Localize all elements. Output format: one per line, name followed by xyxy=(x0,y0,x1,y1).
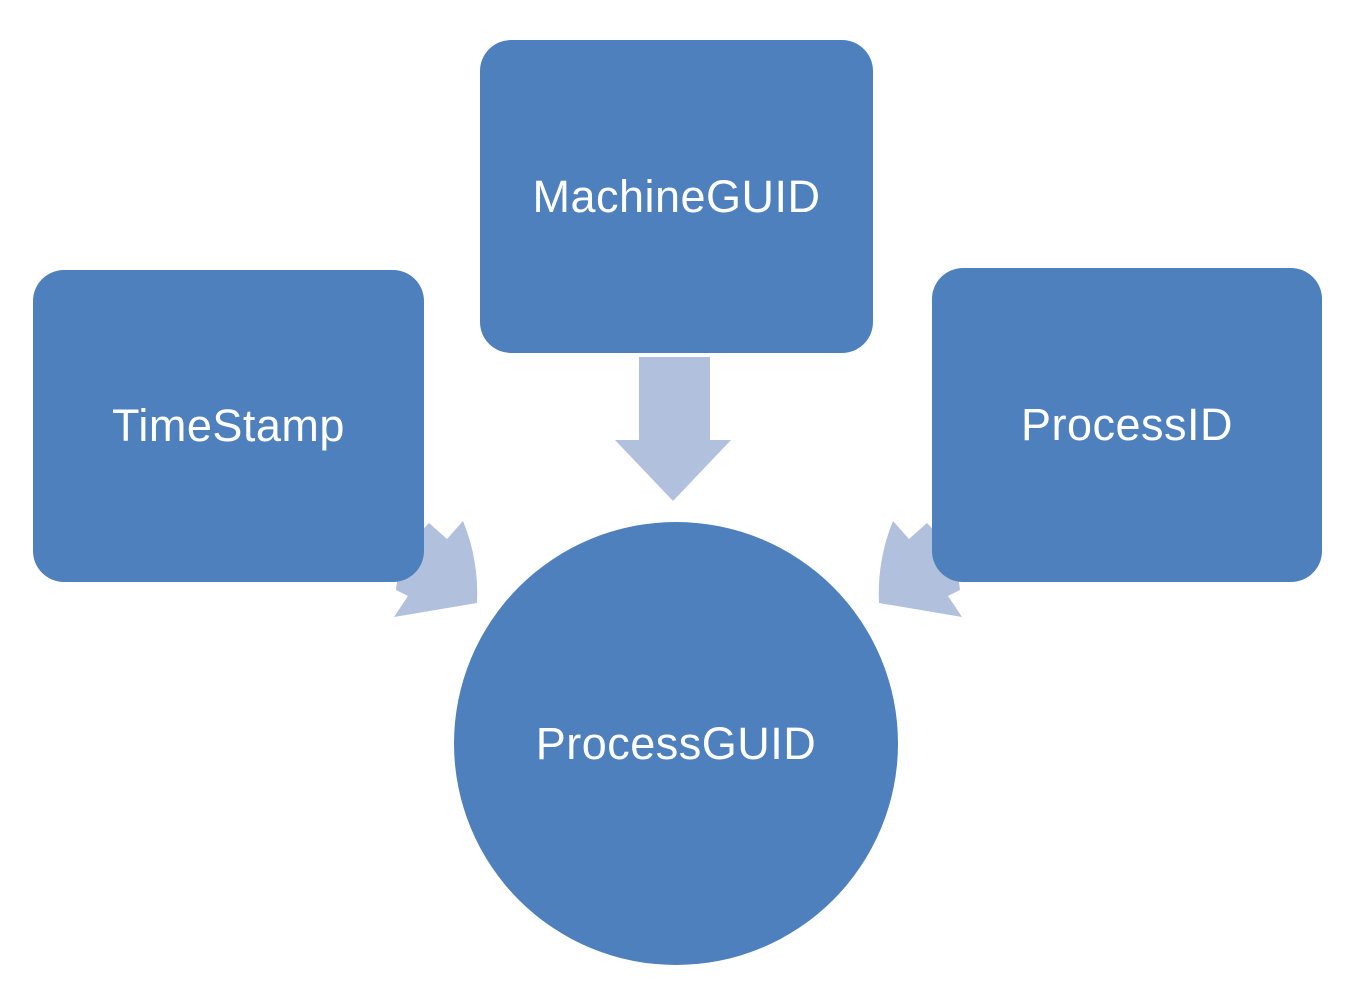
node-processguid: ProcessGUID xyxy=(454,522,898,965)
node-timestamp: TimeStamp xyxy=(33,270,424,582)
node-processguid-label: ProcessGUID xyxy=(535,717,817,769)
node-machineguid: MachineGUID xyxy=(480,40,873,353)
node-processid: ProcessID xyxy=(932,268,1322,582)
node-machineguid-label: MachineGUID xyxy=(532,170,821,222)
node-processid-label: ProcessID xyxy=(1020,399,1234,451)
arrow-down-icon xyxy=(615,357,731,501)
node-timestamp-label: TimeStamp xyxy=(112,400,345,452)
